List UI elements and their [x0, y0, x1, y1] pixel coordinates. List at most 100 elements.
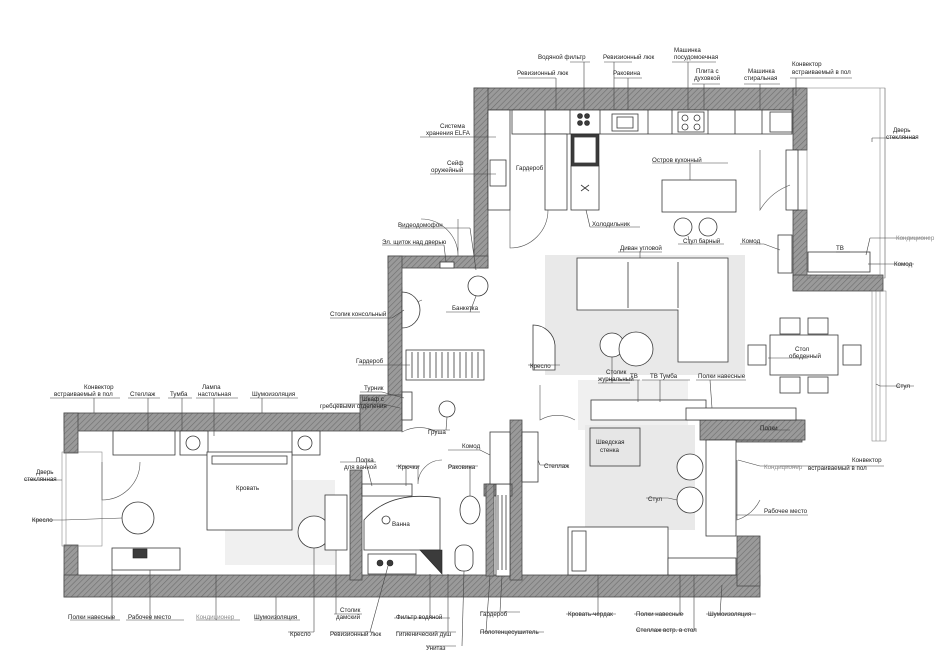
label-stove-2: духовкой — [694, 75, 721, 82]
washer-icon — [769, 111, 793, 133]
dining-table — [769, 334, 839, 376]
sink-bath — [459, 495, 481, 525]
label-hygienic-shower: Гигиенический душ — [396, 631, 451, 638]
panel-icon — [439, 261, 455, 269]
filter-wedge — [419, 549, 443, 575]
label-toilet: Унитаз — [426, 645, 446, 652]
label-lamp-1: Лампа — [202, 384, 221, 391]
wall-right-step — [792, 274, 884, 292]
wall-bottom — [63, 574, 761, 598]
wall-kitchen-left — [473, 87, 489, 269]
label-wall-shelves: Полки навесные — [698, 373, 746, 380]
label-banquette: Банкетка — [452, 305, 479, 312]
wall-toilet-divider — [485, 483, 495, 577]
label-fridge: Холодильник — [592, 221, 630, 228]
laptop-icon — [132, 548, 148, 559]
wall-kids-right — [736, 535, 761, 587]
label-aircon-right: Кондиционер — [896, 235, 935, 242]
label-storage-1: Система — [440, 123, 465, 130]
label-shelf-bath-2: для ванной — [344, 464, 377, 471]
label-horizontal-bar: Турник — [364, 385, 384, 392]
tv-right — [807, 251, 871, 273]
console-table — [401, 291, 421, 329]
wall-kitchen-right-upper — [792, 87, 808, 151]
rack-bedroom — [112, 430, 176, 456]
dresser-bath — [489, 431, 511, 485]
label-dishwasher-2: посудомоечная — [674, 54, 718, 61]
label-aircon-kids: Кондиционер — [764, 464, 803, 471]
living-room — [532, 257, 862, 421]
label-ladies-table-2: дамский — [336, 614, 361, 621]
label-stove-1: Плита с — [696, 68, 719, 75]
wardrobe-hangers — [411, 352, 479, 378]
horizontal-bar — [401, 391, 413, 421]
hallway — [401, 261, 489, 421]
label-revision-hatch-left: Ревизионный люк — [517, 70, 568, 77]
bathroom — [361, 431, 511, 577]
label-corner-sofa: Диван угловой — [620, 245, 662, 252]
label-dresser-bath: Комод — [462, 443, 481, 450]
dresser-kitchen — [777, 234, 793, 274]
pear-chair — [438, 400, 456, 418]
lamp-icon-2 — [297, 435, 313, 451]
label-soundproof-top: Шумоизоляция — [252, 391, 295, 398]
wall-bedroom-left-top — [63, 412, 79, 454]
label-bar-stool: Стул барный — [683, 238, 721, 245]
label-lamp-2: настольная — [198, 391, 231, 398]
corner-sofa — [576, 257, 729, 363]
armchair-living — [532, 324, 556, 371]
label-ladies-table-1: Столик — [340, 607, 361, 614]
glass-door-right — [785, 149, 799, 211]
label-dining-table-2: обеденный — [789, 353, 822, 360]
bar-stool-1 — [673, 217, 693, 237]
banquette — [467, 275, 489, 297]
label-convector-right-1: Конвектор — [852, 457, 882, 464]
swedish-wall — [589, 427, 641, 467]
label-cabinet-1: Шкаф с — [362, 396, 384, 403]
label-convector-right-2: встраиваемый в пол — [808, 465, 867, 472]
label-coffee-table-1: Столик — [606, 369, 627, 376]
label-rack: Стеллаж — [130, 391, 156, 398]
armchair-balcony — [121, 501, 155, 535]
label-safe-2: оружейный — [431, 167, 464, 174]
lamp-icon — [185, 435, 201, 451]
tall-cabinet — [544, 133, 568, 211]
label-intercom: Видеодомофон — [398, 222, 443, 229]
label-wardrobe-corridor: Гардероб — [356, 358, 384, 365]
balcony-left — [61, 451, 103, 547]
wall-hall-top — [387, 255, 489, 269]
label-pear-chair: Груша — [428, 429, 446, 436]
wall-shelves-living — [685, 407, 797, 421]
label-dishwasher-1: Машинка — [674, 47, 701, 54]
bed — [206, 451, 293, 531]
label-washer-2: стиральная — [744, 75, 777, 82]
kitchen-counter — [511, 109, 793, 135]
shelves-kids-bottom — [667, 557, 737, 576]
label-armchair-living: Кресло — [530, 363, 551, 370]
bedroom — [111, 430, 348, 571]
window-living-right — [871, 290, 887, 442]
label-revision-hatch-bottom: Ревизионный люк — [330, 631, 381, 638]
label-workplace-bottom: Рабочее место — [128, 614, 172, 621]
label-cabinet-2: гребцевыми отделения — [320, 403, 387, 410]
label-soundproof-bottom-left: Шумоизоляция — [254, 614, 297, 621]
label-aircon-bottom: Кондиционер — [196, 614, 235, 621]
kitchen-island — [661, 179, 737, 213]
label-tv-stand: ТВ Тумба — [650, 373, 678, 380]
wall-kids-left — [509, 419, 523, 581]
label-tv: ТВ — [630, 373, 638, 380]
bathtub — [363, 495, 441, 551]
dining-chair — [807, 376, 829, 394]
label-swedish-wall-2: стенка — [600, 447, 620, 454]
label-sink-kitchen: Раковина — [613, 70, 641, 77]
label-dresser-right: Комод — [742, 238, 761, 245]
label-armchair-bottom: Кресло — [290, 631, 311, 638]
desk-bottom — [111, 547, 181, 571]
label-convector-top-2: встраиваемый в пол — [792, 69, 851, 76]
water-filter-icon — [577, 113, 583, 119]
chair-kids-2 — [676, 486, 704, 514]
label-soundproof-bottom-right: Шумоизоляция — [708, 611, 751, 618]
label-swedish-wall-1: Шведская — [596, 439, 625, 446]
label-coffee-table-2: журнальный — [598, 376, 634, 383]
